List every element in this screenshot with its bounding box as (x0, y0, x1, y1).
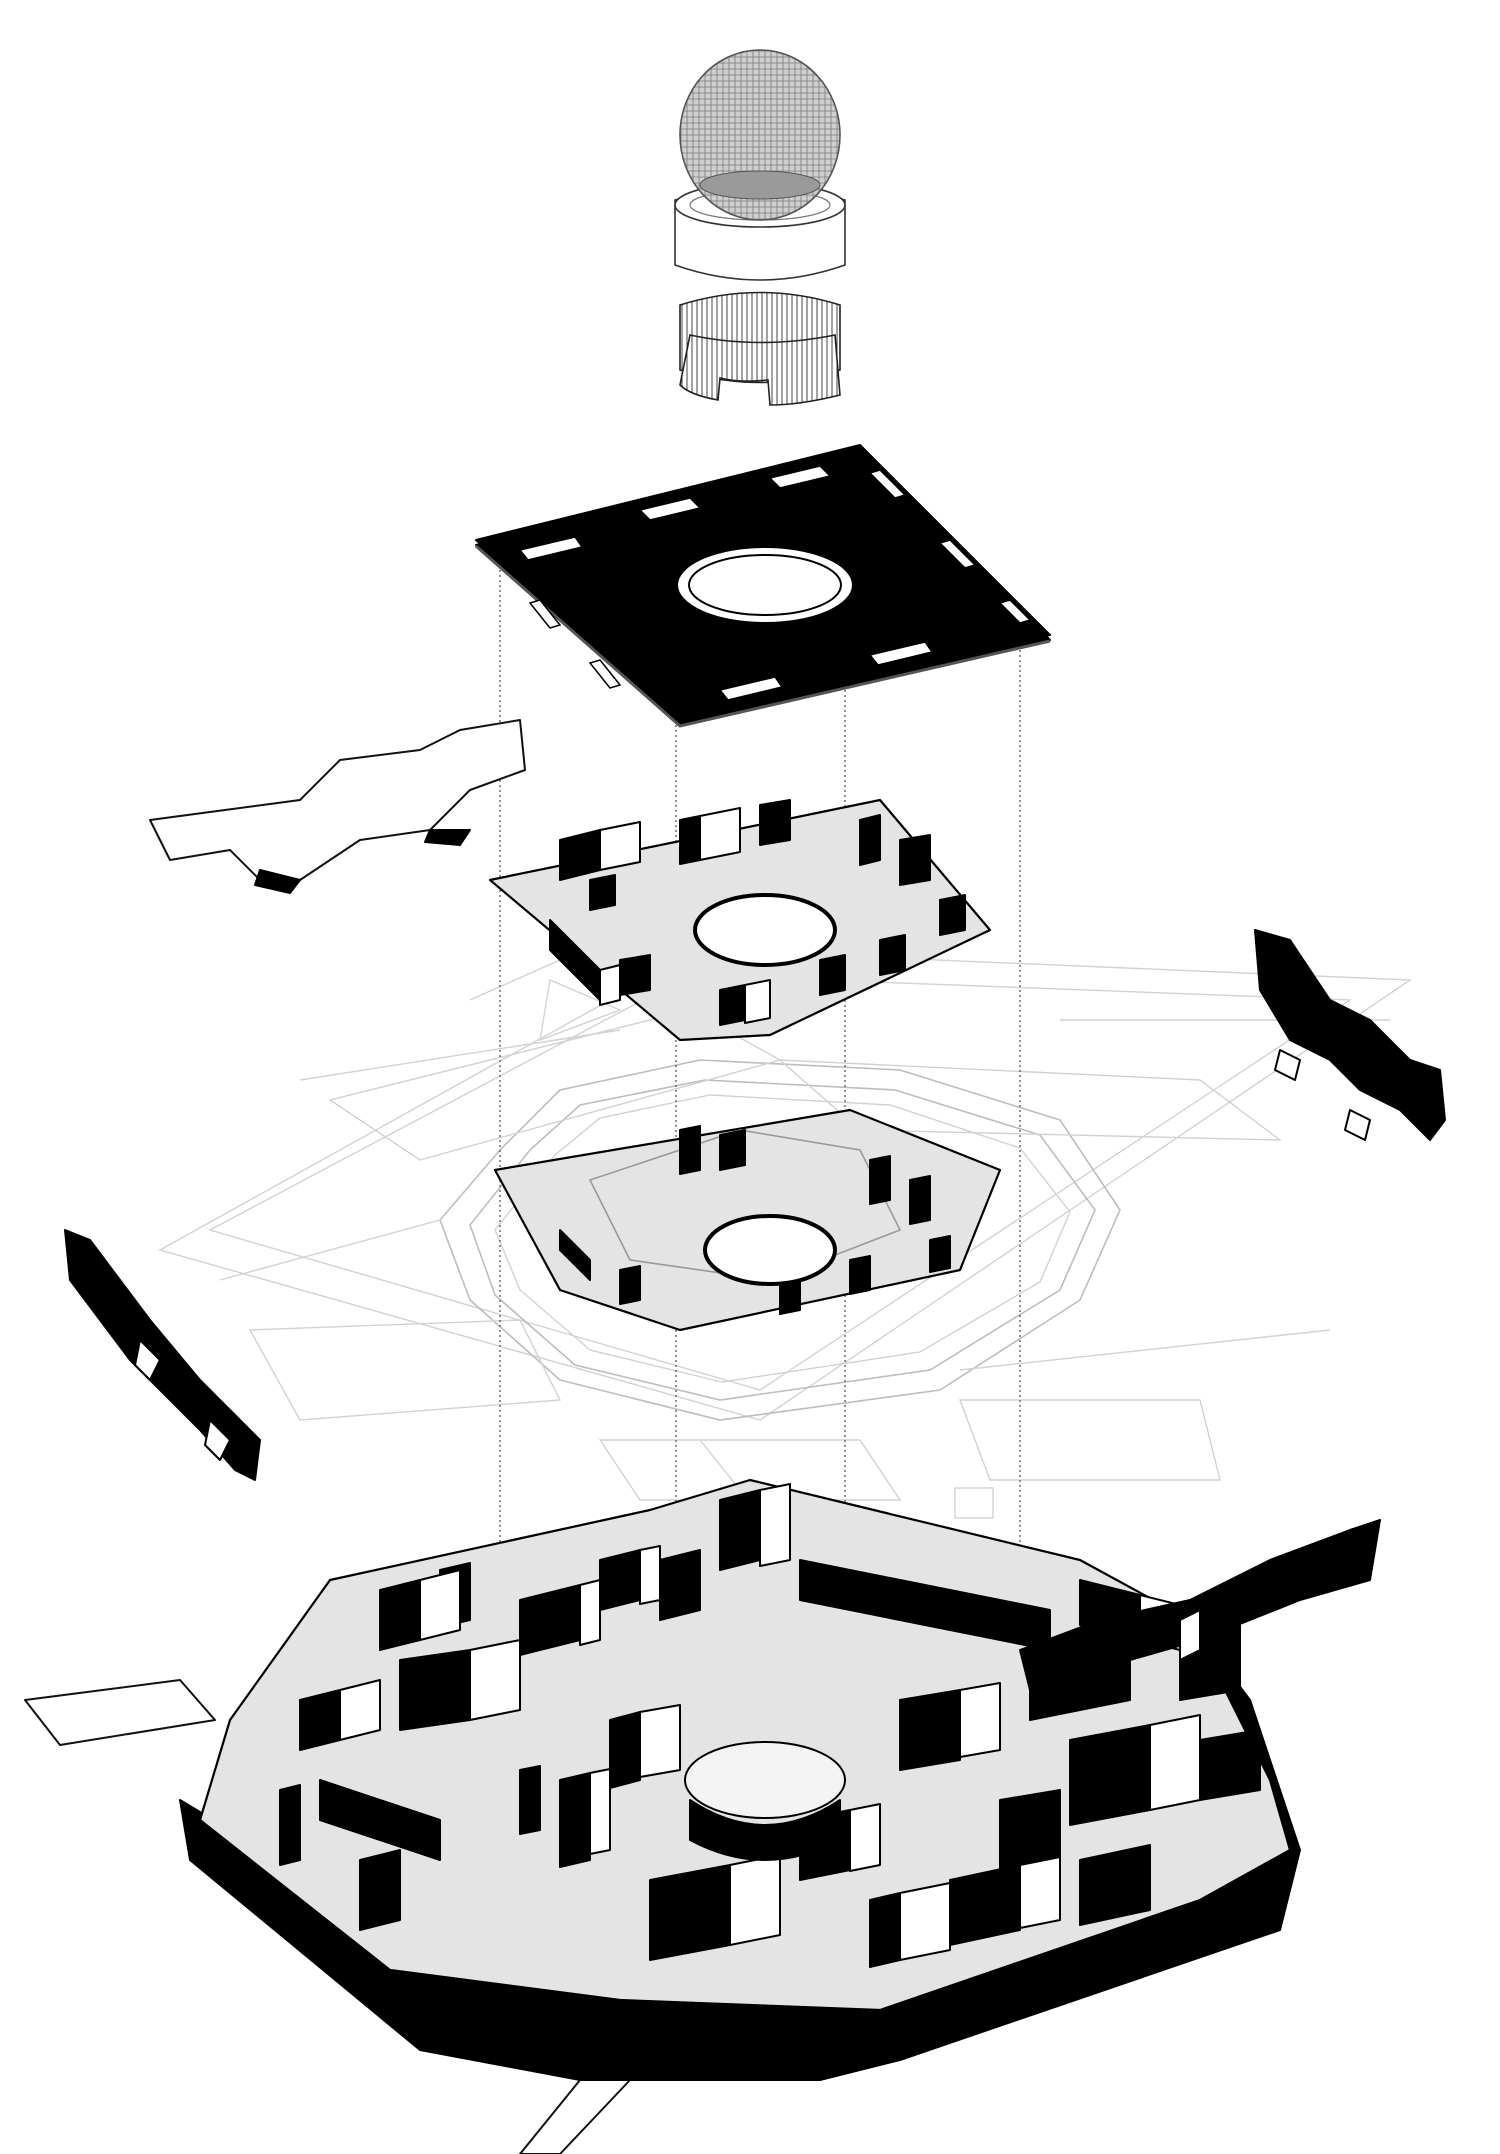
south-entry-ramp (519, 2079, 631, 2154)
middle-floor-oculus (703, 1214, 837, 1286)
roof-slab (475, 444, 1051, 728)
upper-floor-plan (488, 798, 992, 1042)
ground-floor-plan (24, 1478, 1301, 2154)
facade-fragment-east (1254, 929, 1446, 1141)
dome-lantern (674, 49, 846, 406)
facade-fragment-northeast (1019, 1519, 1381, 1691)
facade-fragment-northwest (149, 719, 526, 894)
facade-fragment-west (64, 1229, 261, 1481)
ground-floor-oculus (684, 1741, 846, 1819)
upper-floor-oculus (693, 893, 837, 967)
west-entry-ramp (24, 1679, 216, 1746)
ghost-site-plan (158, 949, 1413, 1541)
middle-floor-plan (493, 1108, 1002, 1332)
